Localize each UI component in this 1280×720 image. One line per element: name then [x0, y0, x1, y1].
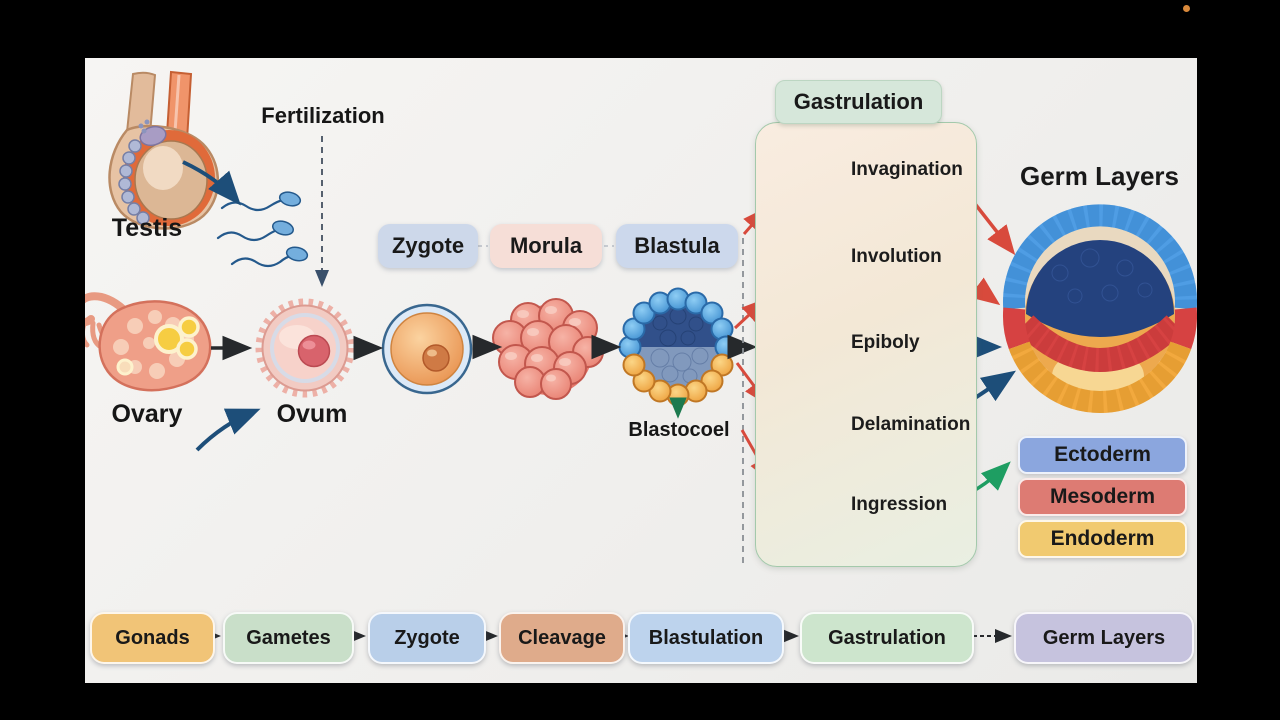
- diagram-artwork: [85, 70, 1197, 643]
- gastrulation-item-ingression: Ingression: [851, 494, 948, 515]
- blastula-illustration: [618, 287, 738, 407]
- flow-step-germ-layers: Germ Layers: [1014, 612, 1194, 664]
- legend-mesoderm: Mesoderm: [1018, 478, 1187, 516]
- flow-step-gonads: Gonads: [90, 612, 215, 664]
- testis-illustration: [108, 70, 219, 230]
- blastocoel-label: Blastocoel: [628, 419, 730, 441]
- gastrulation-panel: [755, 122, 977, 567]
- gastrulation-item-involution: Involution: [851, 246, 942, 267]
- recording-dot: [1183, 5, 1190, 12]
- legend-endoderm: Endoderm: [1018, 520, 1187, 558]
- flow-step-zygote: Zygote: [368, 612, 486, 664]
- morula-illustration: [492, 298, 604, 400]
- fertilization-label: Fertilization: [261, 103, 385, 128]
- flow-step-cleavage: Cleavage: [499, 612, 625, 664]
- zygote-cell-illustration: [381, 303, 473, 395]
- flow-step-gastrulation: Gastrulation: [800, 612, 974, 664]
- stage-box-morula: Morula: [490, 224, 602, 268]
- flow-step-blastulation: Blastulation: [628, 612, 784, 664]
- flow-step-gametes: Gametes: [223, 612, 354, 664]
- stage-box-zygote: Zygote: [378, 224, 478, 268]
- ovary-label: Ovary: [111, 400, 183, 428]
- germ-layers-illustration: [1002, 204, 1197, 413]
- ovary-illustration: [85, 292, 212, 392]
- testis-label: Testis: [111, 214, 183, 242]
- diagram-canvas: Gastrulation Fertilization Testis Ovary …: [85, 58, 1197, 683]
- gastrulation-item-invagination: Invagination: [851, 159, 963, 180]
- stage-box-blastula: Blastula: [616, 224, 738, 268]
- gastrulation-item-epiboly: Epiboly: [851, 332, 920, 353]
- ovum-label: Ovum: [276, 400, 348, 428]
- legend-ectoderm: Ectoderm: [1018, 436, 1187, 474]
- sperm-illustration: [216, 191, 309, 268]
- germ-layers-title: Germ Layers: [1020, 161, 1179, 191]
- gastrulation-panel-title: Gastrulation: [775, 80, 942, 124]
- gastrulation-item-delamination: Delamination: [851, 414, 971, 435]
- gastrulation-title-text: Gastrulation: [793, 89, 924, 114]
- ovum-illustration: [255, 298, 355, 398]
